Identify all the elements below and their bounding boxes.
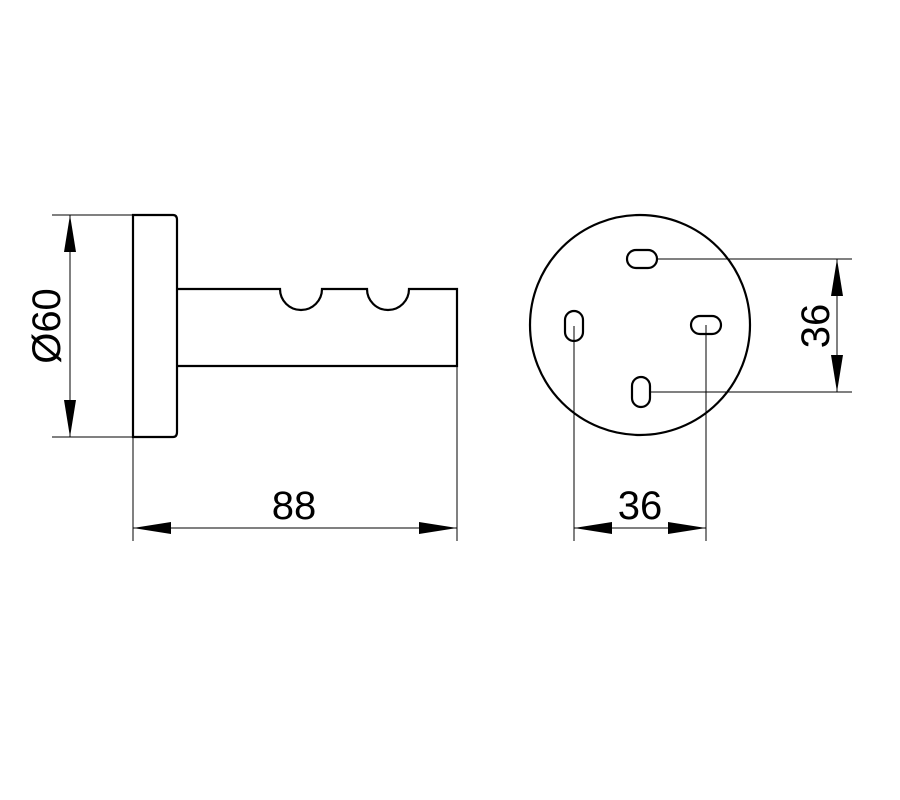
arrow-right [419,522,457,534]
vertical-spacing-label: 36 [794,304,838,349]
vertical-spacing-dimension: 36 [650,258,852,393]
side-view: Ø60 88 [25,213,459,541]
horizontal-spacing-label: 36 [618,484,663,528]
horizontal-spacing-dimension: 36 [573,325,707,541]
depth-label: 88 [272,484,317,528]
hook-arm-profile [177,287,459,368]
rosette-front-outline [528,213,752,437]
diameter-label: Ø60 [25,288,69,364]
arrow-up [64,215,76,252]
arrow-right [668,522,706,534]
arrow-up [831,259,843,296]
arrow-down [831,355,843,392]
rosette-side-profile [131,213,179,439]
mounting-slot-top [625,248,659,270]
diameter-dimension: Ø60 [25,214,133,438]
front-view: 36 36 [528,213,852,541]
mounting-slot-bottom [630,375,652,409]
arrow-left [574,522,612,534]
depth-dimension: 88 [132,366,458,541]
arrow-left [133,522,171,534]
arrow-down [64,400,76,437]
